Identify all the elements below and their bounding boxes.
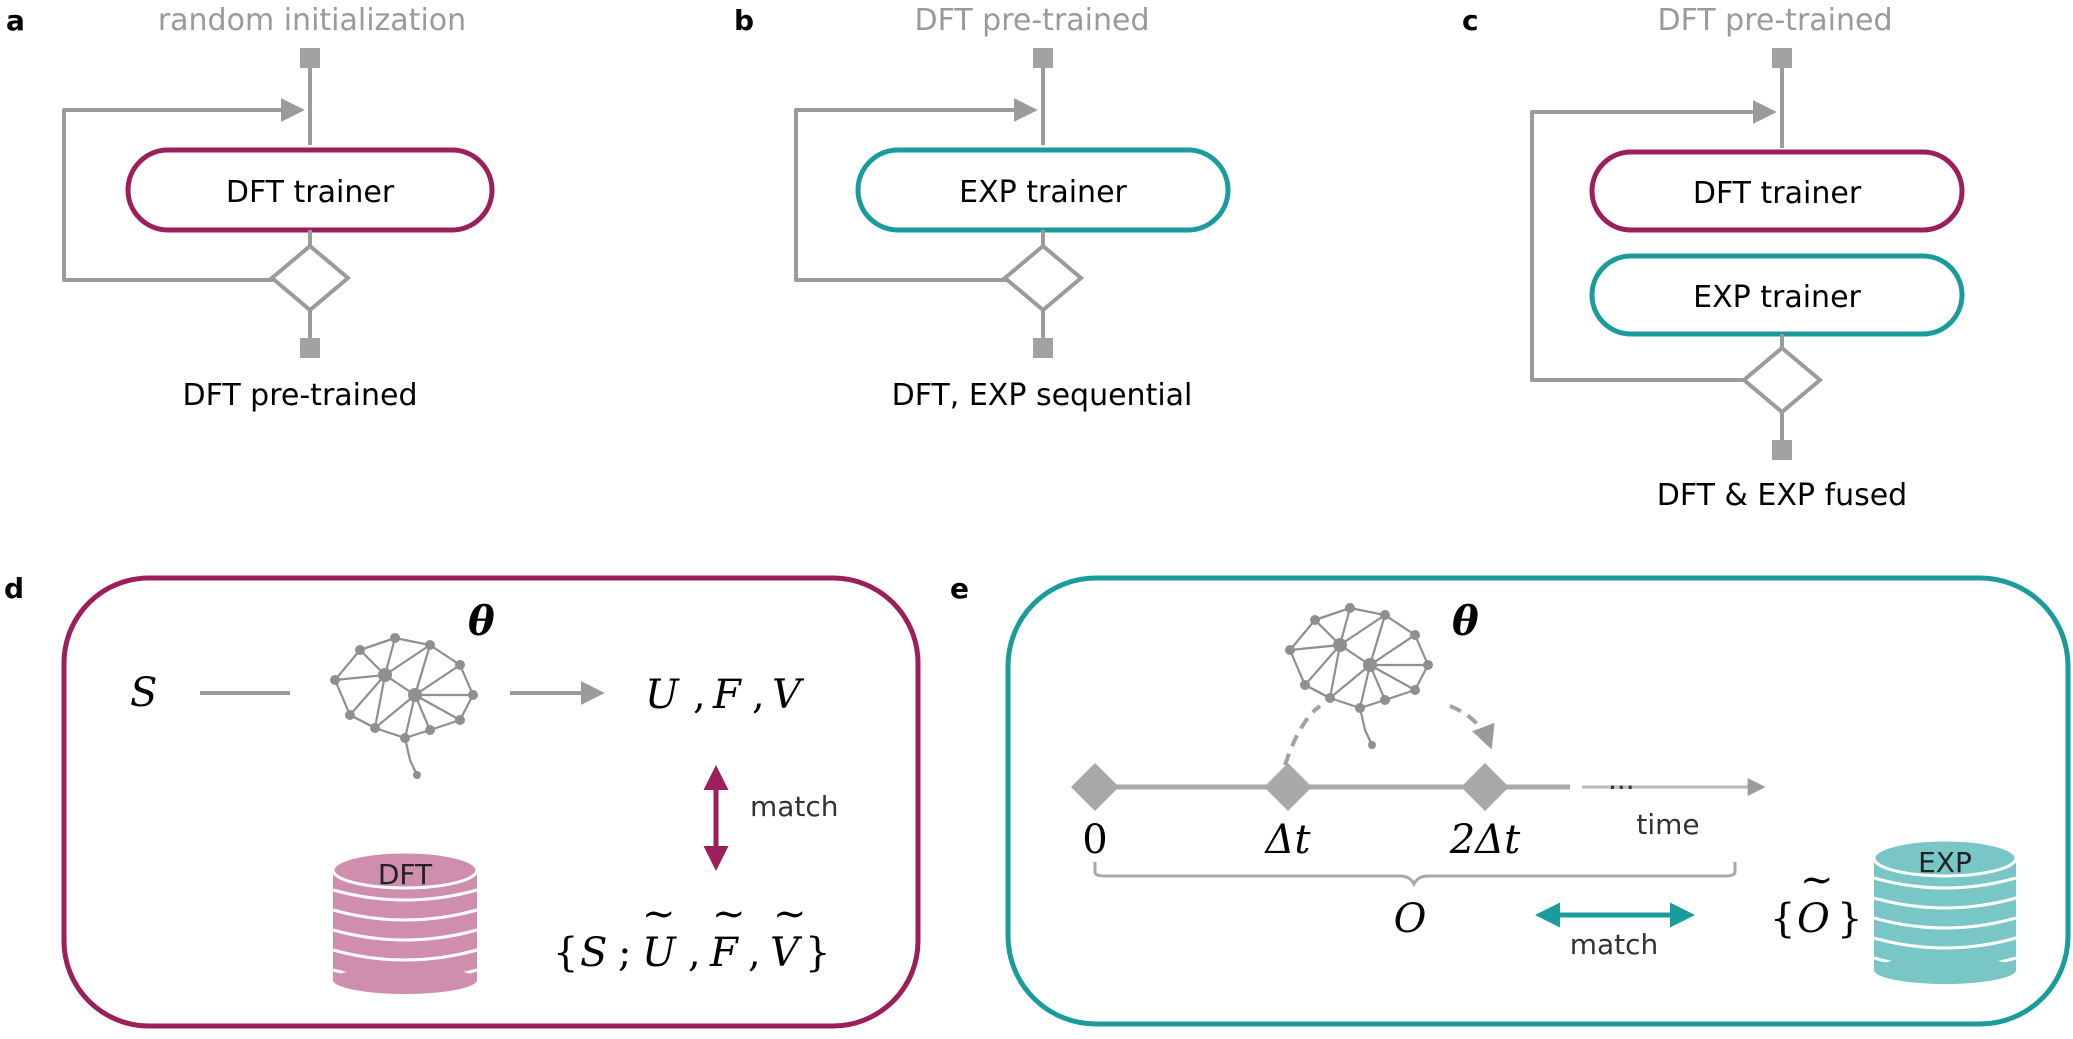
panel-a-start-node: [300, 48, 320, 68]
exp-database-icon: [1872, 838, 2018, 984]
panel-b: b DFT pre-trained EXP trainer DFT, EXP s…: [734, 3, 1231, 413]
timeline-to-network-dashed-curve: [1283, 704, 1322, 766]
panel-b-decision-diamond: [1001, 243, 1085, 313]
panel-a-loop-arrow: [62, 98, 310, 282]
panel-letter-e: e: [950, 572, 969, 605]
dft-set-force: F: [709, 930, 739, 976]
output-virial-symbol: V: [772, 672, 805, 718]
dft-set-structure: S: [580, 930, 607, 976]
dft-set-energy: U: [642, 930, 677, 976]
dft-set-comma-1: ,: [688, 930, 701, 976]
panel-c-output-label: DFT & EXP fused: [1657, 478, 1907, 513]
network-parameters-theta: θ: [1452, 598, 1479, 645]
panel-c-end-node: [1772, 440, 1792, 460]
panel-c-input-label: DFT pre-trained: [1657, 3, 1892, 38]
output-energy-symbol: U: [645, 672, 680, 718]
timeline-tick-delta-t: Δt: [1264, 817, 1312, 863]
panel-c-exp-trainer-box: [1589, 253, 1965, 337]
dft-set-comma-2: ,: [748, 930, 761, 976]
panel-a-input-label: random initialization: [158, 3, 466, 38]
panel-c-exp-trainer-label: EXP trainer: [1693, 280, 1861, 315]
dft-set-brace-close: }: [805, 930, 830, 976]
output-force-symbol: F: [712, 672, 742, 718]
dft-set-semicolon: ;: [618, 930, 631, 976]
panel-d-frame: [61, 575, 921, 1029]
timeline-ellipsis: ···: [1608, 771, 1635, 804]
panel-c-dft-trainer-box: [1589, 149, 1965, 233]
panel-a: a random initialization DFT trainer DFT …: [6, 3, 495, 413]
exp-target-observable: O: [1797, 896, 1830, 942]
exp-target-brace-close: }: [1837, 896, 1862, 942]
output-comma-1: ,: [693, 672, 706, 718]
exp-target-brace-open: {: [1770, 896, 1795, 942]
dft-match-label: match: [750, 790, 839, 823]
panel-b-end-node: [1033, 338, 1053, 358]
panel-c: c DFT pre-trained DFT trainer EXP traine…: [1462, 3, 1965, 513]
panel-b-input-label: DFT pre-trained: [914, 3, 1149, 38]
tilde-accent-o: ~: [1800, 857, 1834, 903]
panel-e: e θ ··· 0 Δt 2Δt time O match { O ~ }: [950, 572, 2071, 1027]
tilde-accent-f: ~: [712, 891, 746, 937]
panel-a-end-node: [300, 338, 320, 358]
timeline-time-label: time: [1636, 808, 1699, 841]
panel-d: d S θ U , F , V match DFT { S ; U ~ , F: [4, 572, 921, 1029]
panel-e-frame: [1005, 575, 2071, 1027]
timeline-tick-0: 0: [1082, 817, 1107, 863]
panel-letter-c: c: [1462, 4, 1479, 37]
panel-a-decision-diamond: [268, 243, 352, 313]
panel-b-loop-arrow: [794, 98, 1043, 282]
observable-symbol: O: [1394, 896, 1427, 942]
timeline-state-node-1: [1264, 763, 1312, 811]
panel-a-output-label: DFT pre-trained: [182, 378, 417, 413]
dft-database-label: DFT: [378, 858, 433, 891]
timeline-state-node-0: [1071, 763, 1119, 811]
dft-database-icon: [331, 850, 479, 994]
timeline-state-node-2: [1461, 763, 1509, 811]
panel-letter-b: b: [734, 4, 754, 37]
panel-letter-d: d: [4, 572, 24, 605]
timeline-tick-2-delta-t: 2Δt: [1449, 817, 1521, 863]
dft-set-virial: V: [770, 930, 803, 976]
trajectory-brace: [1093, 862, 1737, 888]
panel-letter-a: a: [6, 4, 25, 37]
network-parameters-theta: θ: [468, 598, 495, 645]
tilde-accent-v: ~: [773, 891, 807, 937]
exp-match-label: match: [1570, 928, 1659, 961]
exp-database-label: EXP: [1918, 846, 1972, 879]
dft-set-brace-open: {: [553, 930, 578, 976]
panel-c-start-node: [1772, 48, 1792, 68]
panel-c-dft-trainer-label: DFT trainer: [1693, 176, 1862, 211]
panel-c-decision-diamond: [1740, 345, 1824, 415]
output-comma-2: ,: [752, 672, 765, 718]
tilde-accent-u: ~: [642, 891, 676, 937]
panel-b-start-node: [1033, 48, 1053, 68]
panel-b-exp-trainer-label: EXP trainer: [959, 175, 1127, 210]
panel-a-dft-trainer-label: DFT trainer: [226, 175, 395, 210]
network-to-timeline-dashed-arrow: [1449, 704, 1495, 750]
panel-b-output-label: DFT, EXP sequential: [892, 378, 1193, 413]
input-structure-symbol: S: [130, 670, 157, 716]
panel-c-loop-arrow: [1530, 100, 1782, 382]
